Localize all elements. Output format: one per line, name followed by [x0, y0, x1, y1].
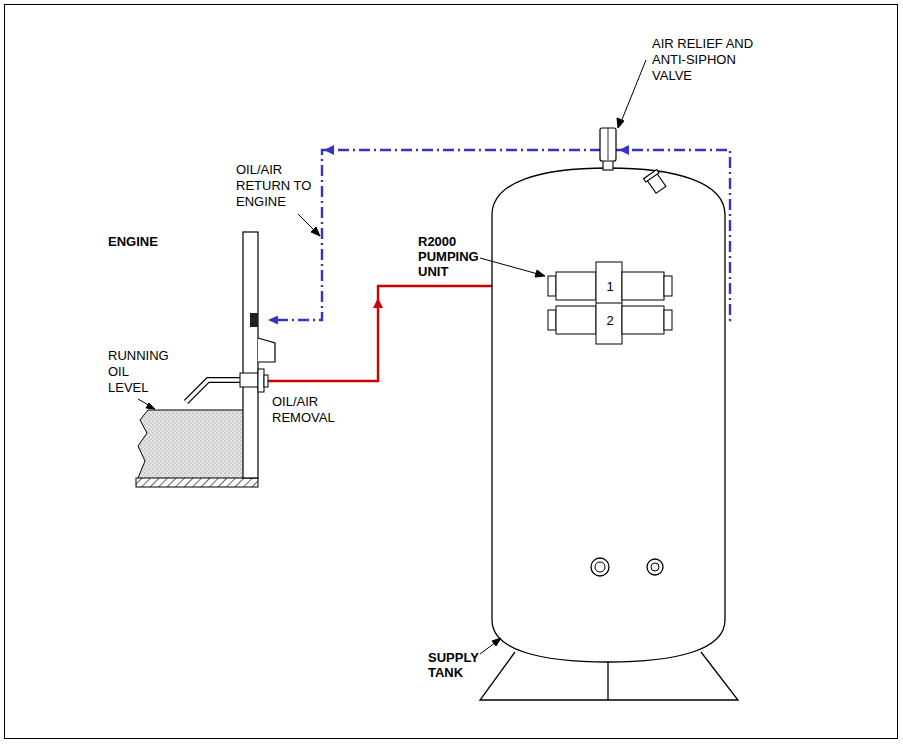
flow-arrow [373, 298, 383, 308]
section-number: 1 [548, 272, 672, 300]
fitting-body [240, 373, 258, 387]
tank-fitting [644, 170, 668, 195]
component-name: ENGINE [108, 234, 198, 249]
skirt-leg [607, 662, 608, 700]
flow-arrow [619, 145, 629, 155]
callout-label: RUNNING OIL LEVEL [108, 348, 172, 396]
callout-label: R2000 PUMPING UNIT [418, 234, 490, 279]
discharge-port [647, 559, 663, 575]
tank-illustration [480, 128, 738, 700]
fitting-nipple [264, 375, 268, 387]
oil-sump [138, 410, 243, 478]
oil-level-line [148, 410, 243, 411]
air-relief-valve [600, 128, 616, 170]
pickup-tube [186, 380, 243, 402]
flow-arrow [324, 145, 334, 155]
tank-shell [492, 168, 725, 662]
suction-port [595, 562, 605, 572]
wall-flange [258, 338, 275, 362]
suction-port [591, 558, 609, 576]
fitting-nut [258, 369, 264, 392]
callout-label: AIR RELIEF AND ANTI-SIPHON VALVE [652, 36, 770, 84]
pump-section: 2 [548, 306, 672, 334]
section-number: 2 [548, 306, 672, 334]
frame [5, 5, 898, 739]
engine-wall [243, 232, 258, 478]
pump-section: 1 [548, 272, 672, 300]
leader-lines [138, 60, 646, 654]
sump-floor [136, 478, 258, 487]
pickup-tube-bore [186, 380, 243, 402]
component-name: SUPPLY TANK [428, 650, 488, 680]
callout-label: OIL/AIR REMOVAL [272, 394, 346, 426]
component-region: SUPPLY TANK12 [492, 165, 725, 662]
break-line [138, 410, 148, 478]
return-port [250, 313, 258, 327]
callout-label: OIL/AIR RETURN TO ENGINE [236, 162, 314, 210]
pumping-unit [548, 262, 672, 344]
discharge-port [651, 563, 659, 571]
